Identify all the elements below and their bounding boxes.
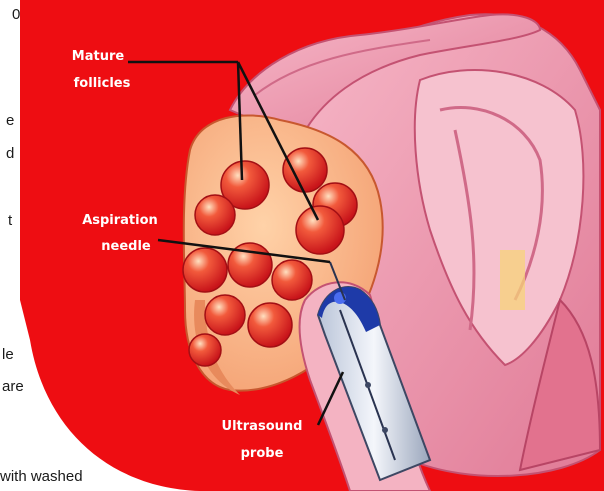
- label-aspiration-needle-line2: needle: [101, 239, 151, 254]
- label-ultrasound-probe-line2: probe: [241, 446, 284, 461]
- cropped-text-1: 0: [12, 6, 20, 23]
- cropped-text-4: t: [8, 212, 12, 229]
- cropped-text-3: d: [6, 145, 14, 162]
- cropped-text-6: are: [2, 378, 24, 395]
- label-ultrasound-probe-line1: Ultrasound: [222, 419, 303, 434]
- cropped-text-5: le: [2, 346, 14, 363]
- label-mature-follicles-line1: Mature: [72, 49, 125, 64]
- label-mature-follicles-line2: follicles: [74, 76, 131, 91]
- cropped-text-2: e: [6, 112, 14, 129]
- label-aspiration-needle-line1: Aspiration: [82, 213, 158, 228]
- cropped-text-7: with washed: [0, 468, 83, 485]
